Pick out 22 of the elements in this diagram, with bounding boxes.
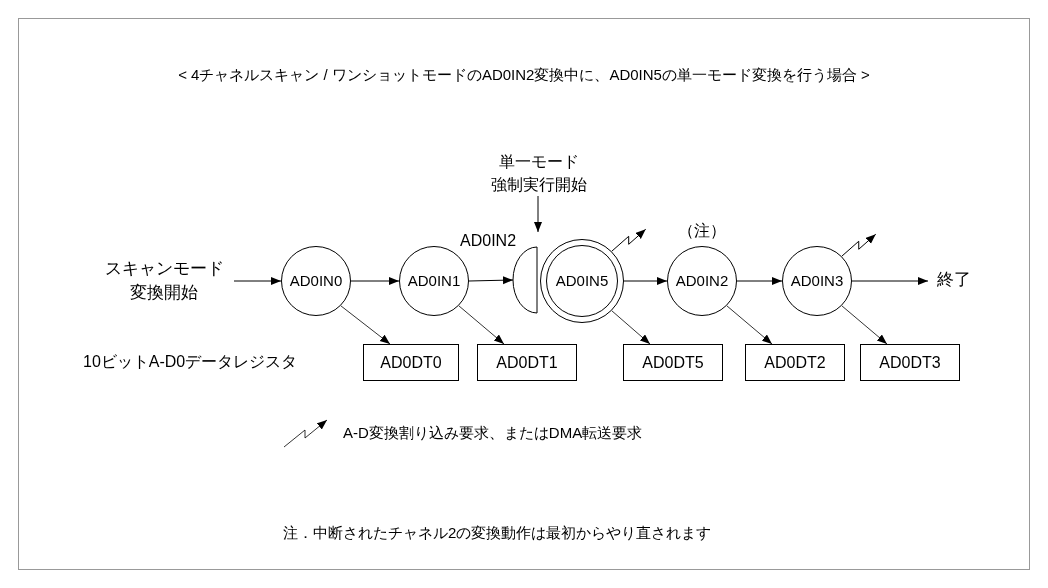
arrow	[350, 277, 400, 285]
arrow	[736, 277, 783, 285]
note-text: 注．中断されたチャネル2の変換動作は最初からやり直されます	[283, 523, 712, 543]
diagram-title: < 4チャネルスキャン / ワンショットモードのAD0IN2変換中に、AD0IN5の単一モード変換を行う場合 >	[177, 65, 871, 85]
register-box: AD0DT0	[363, 344, 459, 381]
interrupt-arrow	[841, 233, 877, 257]
note-mark: （注）	[678, 221, 726, 241]
register-box: AD0DT5	[623, 344, 723, 381]
interrupt-arrow	[611, 228, 647, 252]
arrow	[851, 277, 929, 285]
arrow	[233, 277, 282, 285]
legend-text: A-D変換割り込み要求、またはDMA転送要求	[343, 422, 643, 443]
register-box: AD0DT3	[860, 344, 960, 381]
register-box: AD0DT2	[745, 344, 845, 381]
arrow	[468, 276, 514, 285]
arrow	[534, 195, 542, 233]
start-label: スキャンモード変換開始	[102, 257, 226, 305]
arrow	[623, 277, 668, 285]
register-box: AD0DT1	[477, 344, 577, 381]
register-label: 10ビットA-D0データレジスタ	[83, 352, 298, 372]
forced-start-label: 単一モード強制実行開始	[490, 150, 588, 196]
end-label: 終了	[932, 268, 976, 294]
